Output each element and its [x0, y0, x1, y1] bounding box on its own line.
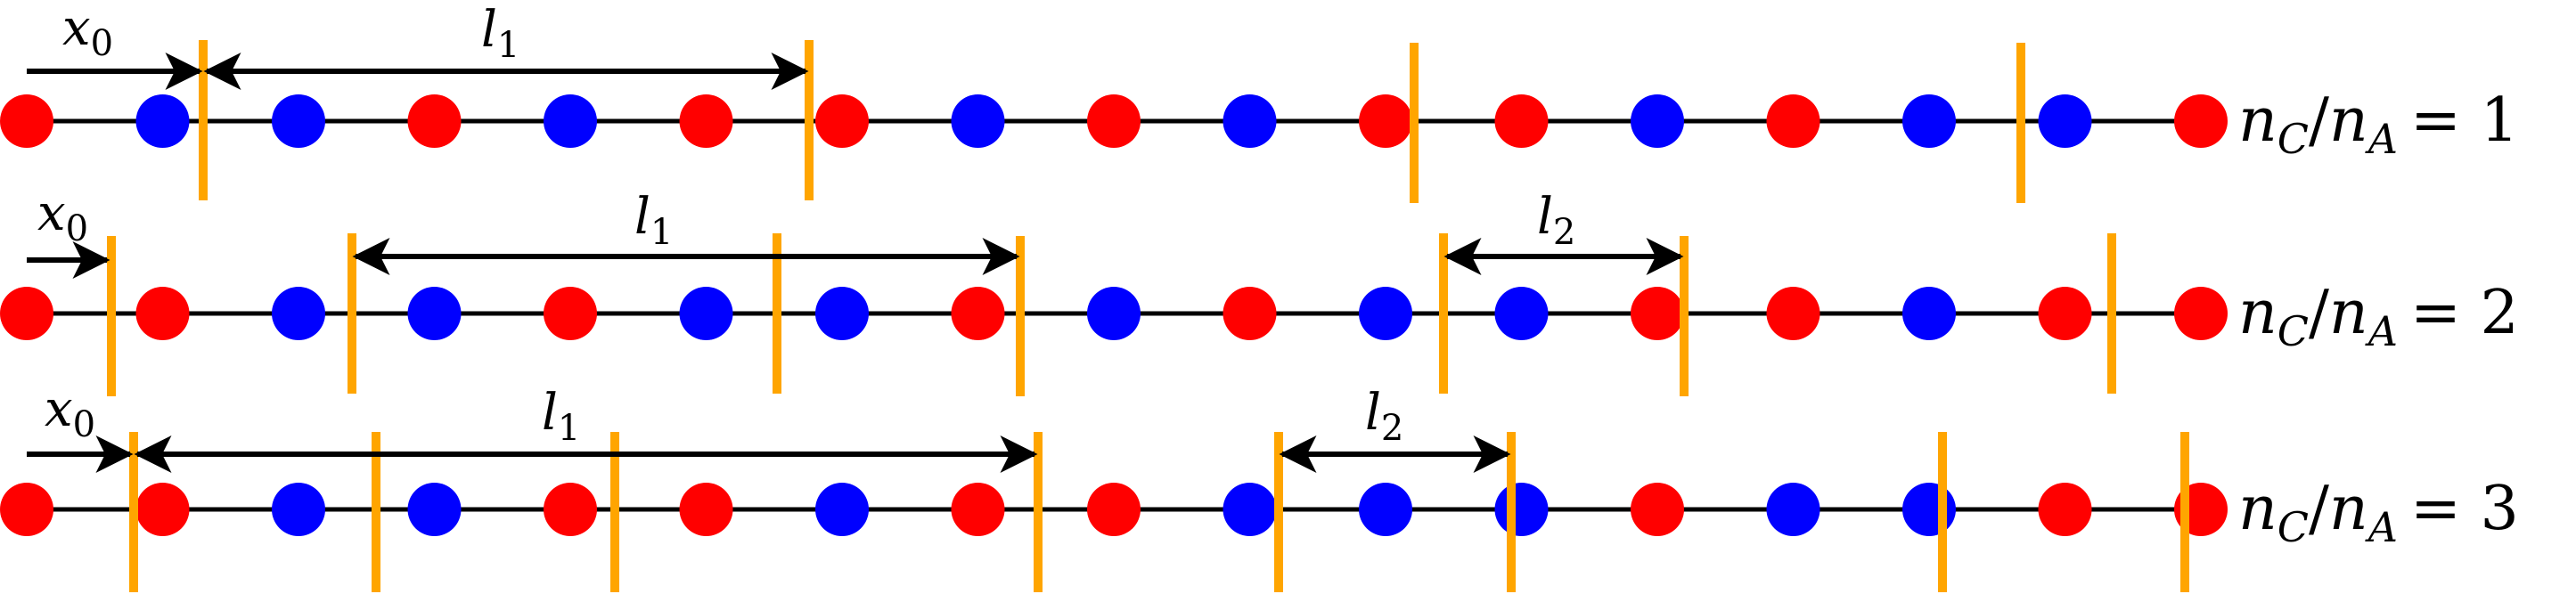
- red-site: [951, 287, 1005, 340]
- ratio-label: nC/nA= 3: [2238, 474, 2519, 551]
- red-site: [2174, 94, 2228, 148]
- red-site: [1087, 483, 1141, 536]
- red-site: [1766, 94, 1820, 148]
- x0-label: x0: [62, 0, 113, 64]
- chain-row-1: x0 l1 nC/nA= 1: [0, 0, 2519, 203]
- blue-site: [407, 287, 462, 340]
- red-site: [951, 483, 1005, 536]
- blue-site: [1223, 94, 1277, 148]
- red-site: [679, 94, 733, 148]
- red-site: [544, 483, 597, 536]
- l1-label: l1: [634, 188, 673, 253]
- l1-label: l1: [542, 384, 580, 449]
- blue-site: [135, 94, 190, 148]
- red-site: [0, 287, 53, 340]
- blue-site: [2038, 94, 2092, 148]
- blue-site: [544, 94, 597, 148]
- site-group: [0, 287, 2228, 340]
- ratio-label: nC/nA= 2: [2238, 278, 2519, 355]
- blue-site: [1766, 483, 1820, 536]
- blue-site: [407, 483, 462, 536]
- blue-site: [1359, 483, 1412, 536]
- red-site: [2038, 483, 2092, 536]
- red-site: [1494, 94, 1549, 148]
- red-site: [1087, 94, 1141, 148]
- l2-label: l2: [1537, 188, 1575, 253]
- blue-site: [272, 94, 325, 148]
- red-site: [0, 483, 53, 536]
- blue-site: [1902, 483, 1956, 536]
- red-site: [1631, 483, 1684, 536]
- blue-site: [951, 94, 1005, 148]
- red-site: [1223, 287, 1277, 340]
- blue-site: [815, 287, 869, 340]
- red-site: [135, 483, 190, 536]
- blue-site: [1359, 287, 1412, 340]
- red-site: [0, 94, 53, 148]
- red-site: [815, 94, 869, 148]
- chain-row-3: x0 l1 l2 nC/nA= 3: [0, 380, 2519, 592]
- blue-site: [1494, 287, 1549, 340]
- l1-label: l1: [481, 1, 519, 66]
- l2-label: l2: [1365, 384, 1403, 449]
- red-site: [407, 94, 462, 148]
- blue-site: [272, 483, 325, 536]
- red-site: [2038, 287, 2092, 340]
- x0-label: x0: [37, 184, 88, 249]
- blue-site: [1494, 483, 1549, 536]
- x0-label: x0: [45, 380, 95, 445]
- blue-site: [815, 483, 869, 536]
- site-group: [0, 94, 2228, 148]
- chain-row-2: x0 l1 l2 nC/nA= 2: [0, 184, 2519, 396]
- blue-site: [272, 287, 325, 340]
- red-site: [135, 287, 190, 340]
- ratio-label: nC/nA= 1: [2238, 85, 2519, 163]
- blue-site: [1223, 483, 1277, 536]
- blue-site: [1087, 287, 1141, 340]
- red-site: [1631, 287, 1684, 340]
- red-site: [1766, 287, 1820, 340]
- blue-site: [679, 287, 733, 340]
- blue-site: [1902, 94, 1956, 148]
- red-site: [1359, 94, 1412, 148]
- blue-site: [1902, 287, 1956, 340]
- red-site: [544, 287, 597, 340]
- blue-site: [1631, 94, 1684, 148]
- red-site: [2174, 287, 2228, 340]
- red-site: [679, 483, 733, 536]
